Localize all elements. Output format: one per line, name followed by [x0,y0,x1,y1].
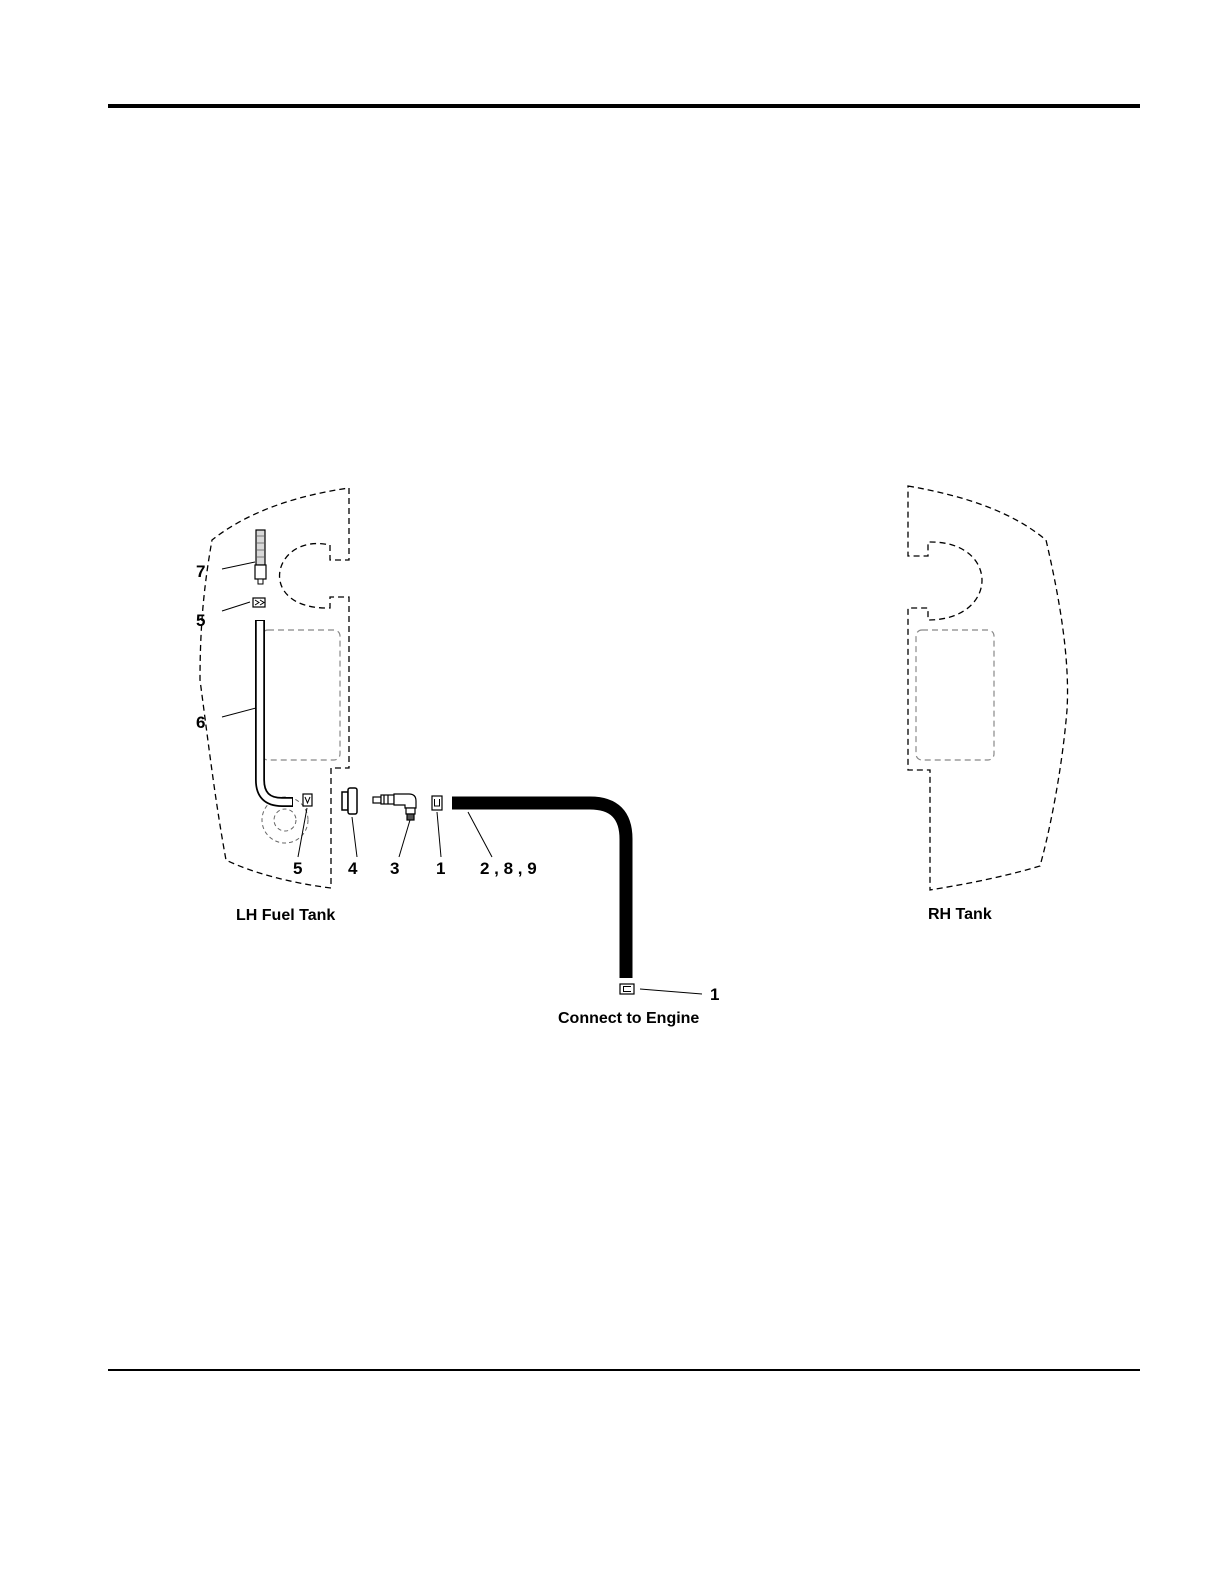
callout-6: 6 [196,713,205,732]
lh-fuel-tank-outline [200,488,349,888]
callout-1-left: 1 [436,859,445,878]
item-4-fitting [342,788,357,814]
lh-tank-inner-panel [262,630,340,760]
callout-1-engine: 1 [710,985,719,1004]
rh-tank-outline [908,486,1068,890]
caption-lh-fuel-tank: LH Fuel Tank [236,907,335,924]
item-5-clamp-bottom [303,794,312,806]
caption-rh-tank: RH Tank [928,906,992,923]
item-5-clamp-top [253,598,265,607]
item-6-fuel-hose [260,620,293,802]
caption-connect-to-engine: Connect to Engine [558,1010,699,1027]
callout-5-bottom: 5 [293,859,302,878]
item-3-elbow-valve [373,794,416,820]
item-1-clamp-engine-end [620,984,634,994]
callout-7: 7 [196,562,205,581]
item-7-pickup-tube [255,530,266,584]
item-1-clamp-hose-end [432,796,442,810]
callout-3: 3 [390,859,399,878]
item-2-8-9-fuel-line [452,803,626,978]
callout-5-top: 5 [196,611,205,630]
callout-2-8-9: 2 , 8 , 9 [480,859,537,878]
rh-tank-inner-panel [916,630,994,760]
callout-4: 4 [348,859,358,878]
